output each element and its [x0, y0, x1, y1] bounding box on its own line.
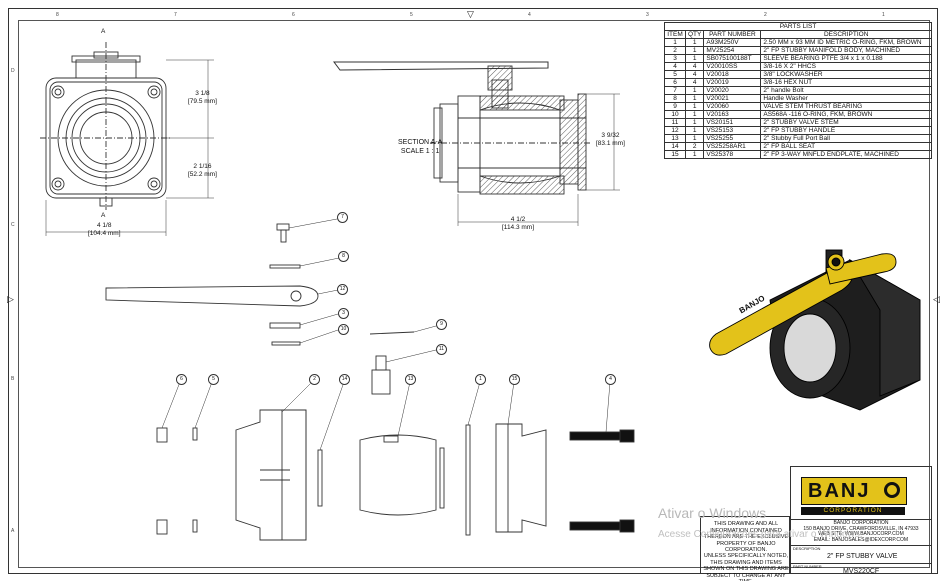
zone-col-2: 2: [764, 12, 767, 18]
part-number-label: PART NUMBER: [793, 564, 822, 569]
logo-ring-icon: [884, 482, 900, 498]
zone-col-1: 1: [882, 12, 885, 18]
description-label: DESCRIPTION: [793, 546, 821, 551]
isometric-render: [709, 249, 921, 411]
section-view: [333, 61, 620, 226]
callout-5: 5: [208, 374, 219, 385]
callout-1: 1: [475, 374, 486, 385]
callout-6: 6: [176, 374, 187, 385]
zone-col-4: 4: [528, 12, 531, 18]
dim-height-section: 3 9/32 [83.1 mm]: [596, 132, 625, 147]
callout-9: 9: [436, 319, 447, 330]
center-mark-right: ◁: [933, 294, 940, 304]
activation-watermark-title: Ativar o Windows: [658, 505, 767, 521]
callout-15: 15: [509, 374, 520, 385]
zone-col-7: 7: [174, 12, 177, 18]
zone-col-6: 6: [292, 12, 295, 18]
callout-2: 2: [309, 374, 320, 385]
drawing-border: [18, 20, 930, 568]
dim-height-lower: 2 1/16 [52.2 mm]: [188, 163, 217, 178]
callout-7: 7: [337, 212, 348, 223]
dim-width-front: 4 1/8 [104.4 mm]: [88, 222, 121, 237]
section-marker-bottom: A: [101, 212, 106, 219]
zone-row-a: A: [11, 528, 15, 534]
part-number-value: MVS220CF: [843, 568, 880, 575]
parts-list-header: ITEM QTY PART NUMBER DESCRIPTION: [664, 30, 932, 39]
description-value: 2" FP STUBBY VALVE: [827, 553, 898, 560]
zone-col-3: 3: [646, 12, 649, 18]
parts-list-title: PARTS LIST: [664, 22, 932, 31]
parts-list-table: PARTS LIST ITEM QTY PART NUMBER DESCRIPT…: [664, 22, 932, 159]
callout-12: 12: [337, 284, 348, 295]
callout-14: 14: [339, 374, 350, 385]
callout-4: 4: [605, 374, 616, 385]
section-label: SECTION A-A SCALE 1 : 1: [398, 139, 443, 155]
logo-subtitle: CORPORATION: [801, 507, 905, 515]
dim-length-section: 4 1/2 [114.3 mm]: [502, 216, 535, 231]
exploded-view: [105, 218, 635, 541]
banjo-logo: BANJ: [801, 477, 907, 505]
section-marker-top: A: [101, 28, 106, 35]
company-info: BANJO CORPORATION 150 BANJO DRIVE, CRAWF…: [803, 520, 919, 543]
center-mark-left: ▷: [7, 294, 14, 304]
activation-watermark-subtitle: Acesse Configurações para ativar o Windo…: [658, 529, 863, 540]
callout-13: 13: [405, 374, 416, 385]
dim-height-upper: 3 1/8 [79.5 mm]: [188, 90, 217, 105]
notice-box: THIS DRAWING AND ALL INFORMATION CONTAIN…: [700, 516, 790, 581]
ownership-notice: THIS DRAWING AND ALL INFORMATION CONTAIN…: [703, 521, 789, 553]
callout-11: 11: [436, 344, 447, 355]
zone-row-d: D: [11, 68, 15, 74]
center-mark-top: ▽: [467, 9, 474, 19]
zone-col-5: 5: [410, 12, 413, 18]
zone-row-b: B: [11, 376, 15, 382]
title-block: BANJ CORPORATION BANJO CORPORATION 150 B…: [790, 466, 932, 575]
change-notice: UNLESS SPECIFICALLY NOTED, THIS DRAWING …: [703, 553, 789, 581]
zone-row-c: C: [11, 222, 15, 228]
callout-3: 3: [338, 308, 349, 319]
sheet-border: [8, 8, 938, 574]
zone-col-8: 8: [56, 12, 59, 18]
callout-8: 8: [338, 251, 349, 262]
front-view: [40, 42, 214, 236]
callout-10: 10: [338, 324, 349, 335]
